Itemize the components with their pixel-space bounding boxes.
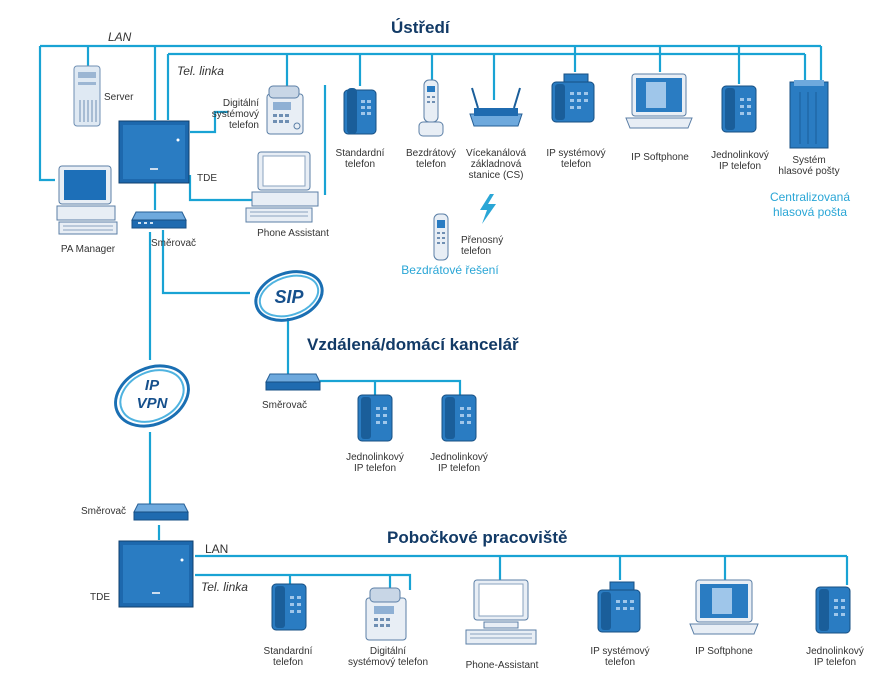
voicemail-system-icon <box>789 80 829 149</box>
router-label: Směrovač <box>151 238 197 249</box>
branch-title: Pobočkové pracoviště <box>387 528 568 547</box>
server-label: Server <box>104 92 134 103</box>
router-icon <box>131 211 187 229</box>
remote-bus <box>320 379 462 395</box>
branch-digital-phone-label: Digitální systémový telefon <box>347 646 429 668</box>
cordless-phone-icon <box>418 79 444 137</box>
phone-assistant-label: Phone Assistant <box>257 228 329 239</box>
pa-manager-label: PA Manager <box>60 244 116 255</box>
hq-title: Ústředí <box>391 18 450 37</box>
tde-pbx-icon <box>118 120 190 184</box>
pa-manager-pc-icon <box>56 165 118 235</box>
single-line-ip-phone-icon <box>721 85 757 133</box>
cs-label: Vícekanálová základnová stanice (CS) <box>465 148 527 181</box>
remote-router-label: Směrovač <box>262 400 308 411</box>
branch-tde-icon <box>118 540 194 608</box>
branch-router-label: Směrovač <box>80 506 126 517</box>
branch-phone-assistant-icon <box>465 579 537 645</box>
tel-line-label-top: Tel. linka <box>177 64 224 78</box>
branch-ip-softphone-icon <box>689 579 759 635</box>
voicemail-label: Systém hlasové pošty <box>778 155 840 177</box>
portable-phone-icon <box>433 213 449 261</box>
branch-phone-assistant-label: Phone-Assistant <box>465 660 539 671</box>
lan-label-top: LAN <box>108 30 132 44</box>
ip-system-phone-icon <box>551 73 595 123</box>
remote-ip-phone-2-icon <box>441 394 477 442</box>
ip-softphone-label: IP Softphone <box>631 152 689 163</box>
ipvpn-badge: IP VPN <box>114 364 190 428</box>
cordless-phone-label: Bezdrátový telefon <box>405 148 457 170</box>
base-station-icon <box>469 87 523 127</box>
tel-line-label-bottom: Tel. linka <box>201 580 248 594</box>
centralized-voicemail-label: Centralizovaná hlasová pošta <box>769 190 851 219</box>
branch-ip-softphone-label: IP Softphone <box>695 646 753 657</box>
phone-assistant-pc-icon <box>245 151 319 223</box>
branch-ip-system-phone-icon <box>597 581 641 633</box>
tde-label: TDE <box>197 173 217 184</box>
single-line-ip-label: Jednolinkový IP telefon <box>711 150 769 172</box>
portable-phone-label: Přenosný telefon <box>461 235 504 257</box>
wireless-signal-icon <box>480 194 496 224</box>
sip-badge: SIP <box>254 270 324 322</box>
remote-office-title: Vzdálená/domácí kancelář <box>307 335 519 354</box>
remote-ip-phone-1-icon <box>357 394 393 442</box>
digital-system-phone-icon <box>266 85 304 135</box>
branch-digital-phone-icon <box>365 587 407 641</box>
lan-label-bottom: LAN <box>205 542 229 556</box>
sip-text: SIP <box>274 287 304 307</box>
branch-tde-label: TDE <box>90 592 110 603</box>
digital-phone-label: Digitální systémový telefon <box>211 98 259 131</box>
remote-ip-phone-1-label: Jednolinkový IP telefon <box>346 452 404 474</box>
remote-router-icon <box>265 373 321 391</box>
wireless-solution-label: Bezdrátové řešení <box>401 263 499 277</box>
branch-ip-system-phone-label: IP systémový telefon <box>590 646 650 668</box>
server-icon <box>73 65 101 127</box>
standard-phone-label: Standardní telefon <box>335 148 385 170</box>
branch-router-icon <box>133 503 189 521</box>
svg-text:VPN: VPN <box>137 395 169 412</box>
branch-standard-phone-icon <box>271 583 307 631</box>
ip-system-phone-label: IP systémový telefon <box>546 148 606 170</box>
standard-phone-icon <box>343 88 377 135</box>
hq-lan-line <box>38 46 55 182</box>
svg-text:IP: IP <box>145 377 160 394</box>
branch-standard-phone-label: Standardní telefon <box>263 646 313 668</box>
branch-single-line-ip-label: Jednolinkový IP telefon <box>806 646 864 668</box>
ip-softphone-laptop-icon <box>625 73 693 129</box>
remote-ip-phone-2-label: Jednolinkový IP telefon <box>430 452 488 474</box>
branch-single-line-ip-icon <box>815 586 851 634</box>
